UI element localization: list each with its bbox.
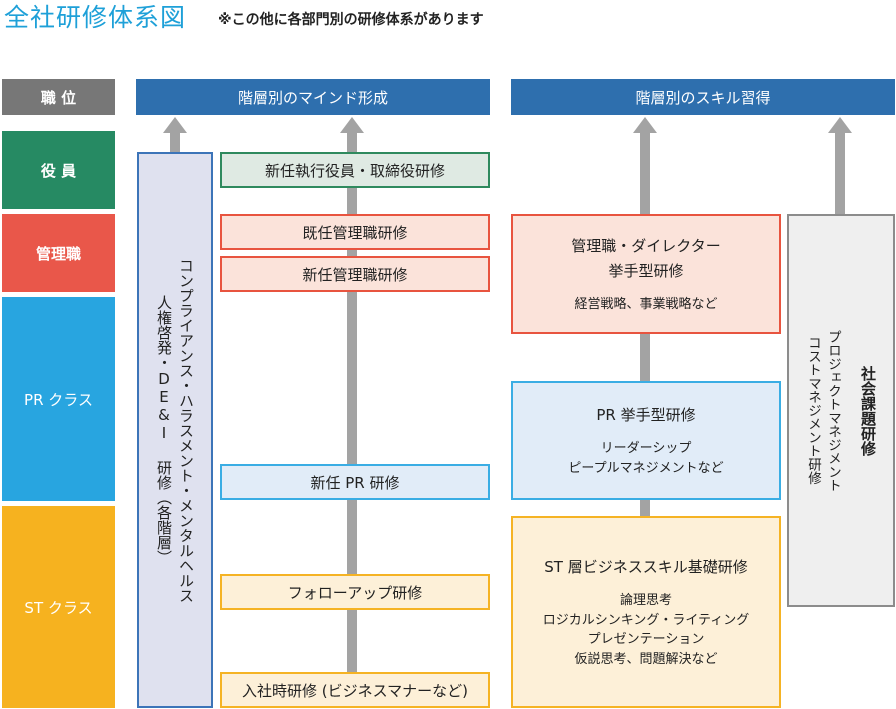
program-title-line: PR 挙手型研修 <box>596 406 696 424</box>
program-title-line: ST 層ビジネススキル基礎研修 <box>544 558 748 576</box>
program-detail-line: 経営戦略、事業戦略など <box>574 296 718 312</box>
arrow-up-icon <box>828 117 852 133</box>
level-manager: 管理職 <box>2 214 115 292</box>
arrow-up-icon <box>633 117 657 133</box>
social-issues-title: 社会課題研修 <box>859 365 877 456</box>
program-detail-line: ピープルマネジメントなど <box>568 460 724 476</box>
program-follow-up: フォローアップ研修 <box>220 574 490 610</box>
project-management-text: プロジェクトマネジメント コストマネジメント研修 <box>803 330 843 492</box>
arrow-up-icon <box>340 117 364 133</box>
position-column-header: 職 位 <box>2 79 115 115</box>
program-existing-manager: 既任管理職研修 <box>220 214 490 250</box>
social-issues-training-box: プロジェクトマネジメント コストマネジメント研修 社会課題研修 <box>787 214 895 607</box>
page-note: ※この他に各部門別の研修体系があります <box>218 12 484 28</box>
project-management-line-1: プロジェクトマネジメント <box>825 329 841 492</box>
program-pr-elective: PR 挙手型研修 リーダーシップ ピープルマネジメントなど <box>511 381 781 500</box>
arrow-stem <box>170 132 180 154</box>
program-manager-director-elective: 管理職・ダイレクター 挙手型研修 経営戦略、事業戦略など <box>511 214 781 334</box>
compliance-line-1: コンプライアンス・ハラスメント・メンタルヘルス <box>177 257 195 603</box>
skills-column-header: 階層別のスキル習得 <box>511 79 895 115</box>
compliance-training-box: コンプライアンス・ハラスメント・メンタルヘルス 人権啓発・DE&I 研修（各階層… <box>137 152 213 708</box>
program-title-line: 管理職・ダイレクター <box>571 236 721 255</box>
level-executive: 役 員 <box>2 131 115 209</box>
program-st-business-skills: ST 層ビジネススキル基礎研修 論理思考 ロジカルシンキング・ライティング プレ… <box>511 516 781 708</box>
level-pr-class: PR クラス <box>2 297 115 501</box>
compliance-text: コンプライアンス・ハラスメント・メンタルヘルス 人権啓発・DE&I 研修（各階層… <box>153 258 197 603</box>
project-management-line-2: コストマネジメント研修 <box>805 336 821 485</box>
program-new-manager: 新任管理職研修 <box>220 256 490 292</box>
program-detail-line: プレゼンテーション <box>587 632 705 647</box>
program-onboarding: 入社時研修 (ビジネスマナーなど) <box>220 672 490 708</box>
page-title: 全社研修体系図 <box>4 3 187 32</box>
program-detail-line: リーダーシップ <box>600 441 692 456</box>
program-detail-line: 論理思考 <box>619 593 672 608</box>
arrow-up-icon <box>163 117 187 133</box>
mindset-column-header: 階層別のマインド形成 <box>136 79 490 115</box>
program-title-line: 挙手型研修 <box>608 261 684 280</box>
program-new-executive: 新任執行役員・取締役研修 <box>220 152 490 188</box>
arrow-stem <box>835 132 845 216</box>
level-st-class: ST クラス <box>2 506 115 708</box>
compliance-line-2: 人権啓発・DE&I 研修（各階層） <box>155 295 173 565</box>
program-detail-line: ロジカルシンキング・ライティング <box>542 612 750 628</box>
program-detail-line: 仮説思考、問題解決など <box>574 651 718 667</box>
program-new-pr: 新任 PR 研修 <box>220 464 490 500</box>
arrow-stem <box>347 132 357 674</box>
